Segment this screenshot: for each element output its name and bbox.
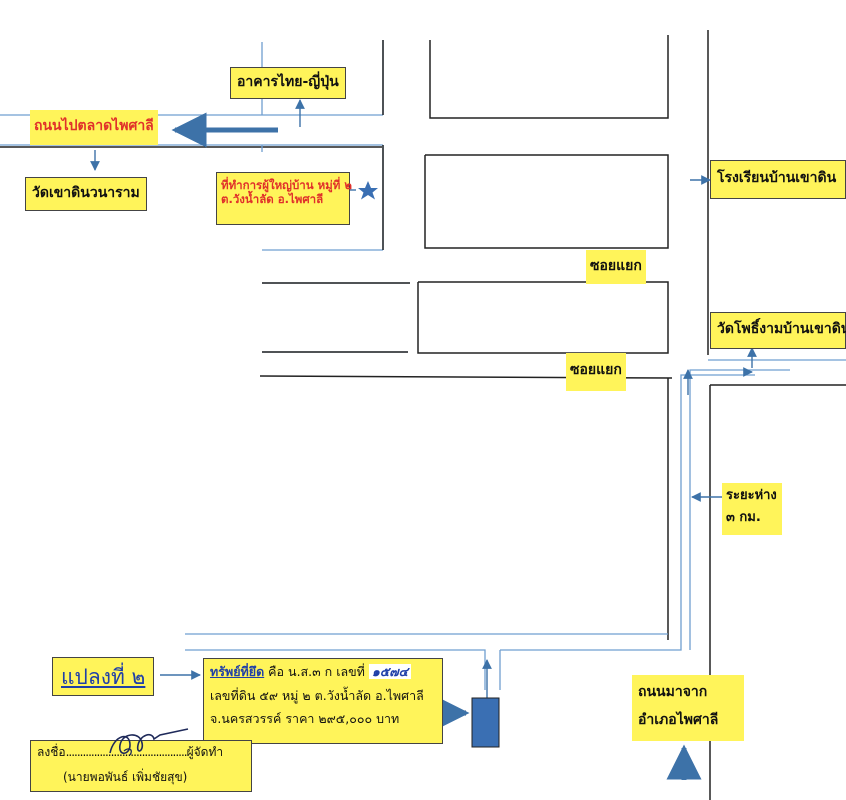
- asset-line-1: ทรัพย์ที่ยึด คือ น.ส.๓ ก เลขที่ ๑๕๗๔: [210, 664, 436, 680]
- label-road-from-line1: ถนนมาจาก: [638, 684, 708, 700]
- label-temple-pho-ngam: วัดโพธิ์งามบ้านเขาดิน: [710, 312, 846, 349]
- asset-line-1-text: คือ น.ส.๓ ก เลขที่: [264, 664, 369, 679]
- label-soi-upper: ซอยแยก: [586, 250, 646, 284]
- label-market-road: ถนนไปตลาดไพศาลี: [30, 110, 158, 145]
- direction-arrows: [90, 99, 757, 700]
- label-soi-lower: ซอยแยก: [566, 353, 626, 391]
- label-distance-line1: ระยะห่าง: [726, 488, 777, 503]
- star-icon: [358, 181, 378, 200]
- road-dark-lines: [259, 30, 846, 800]
- label-thai-japanese-building: อาคารไทย-ญี่ปุ่น: [230, 67, 346, 99]
- handwritten-signature-icon: [109, 728, 189, 756]
- label-school: โรงเรียนบ้านเขาดิน: [710, 160, 846, 199]
- asset-line-3: จ.นครสวรรค์ ราคา ๒๙๕,๐๐๐ บาท: [210, 711, 400, 727]
- label-village-office-line2: ต.วังน้ำลัด อ.ไพศาลี: [221, 192, 324, 207]
- asset-title: ทรัพย์ที่ยึด: [210, 664, 265, 679]
- signature-prefix: ลงชื่อ: [37, 745, 66, 759]
- label-distance-line2: ๓ กม.: [726, 510, 761, 526]
- label-village-office: ที่ทำการผู้ใหญ่บ้าน หมู่ที่ ๒ ต.วังน้ำลั…: [216, 172, 352, 225]
- signature-name: (นายพอพันธ์ เพิ่มชัยสุข): [63, 770, 188, 784]
- label-village-office-line1: ที่ทำการผู้ใหญ่บ้าน หมู่ที่ ๒: [221, 178, 352, 192]
- label-distance: ระยะห่าง ๓ กม.: [722, 483, 782, 535]
- parcel-marker: [471, 697, 500, 748]
- label-road-from-line2: อำเภอไพศาลี: [638, 711, 719, 728]
- asset-info-box: ทรัพย์ที่ยึด คือ น.ส.๓ ก เลขที่ ๑๕๗๔ เลข…: [203, 658, 443, 744]
- signature-role: ผู้จัดทำ: [186, 745, 224, 759]
- label-plot-number: แปลงที่ ๒: [52, 657, 155, 696]
- asset-line-2: เลขที่ดิน ๕๙ หมู่ ๒ ต.วังน้ำลัด อ.ไพศาลี: [210, 687, 424, 703]
- label-road-from-district: ถนนมาจาก อำเภอไพศาลี: [632, 675, 744, 741]
- asset-handwritten-number: ๑๕๗๔: [368, 664, 412, 679]
- label-temple-khao-din: วัดเขาดินวนาราม: [25, 177, 147, 211]
